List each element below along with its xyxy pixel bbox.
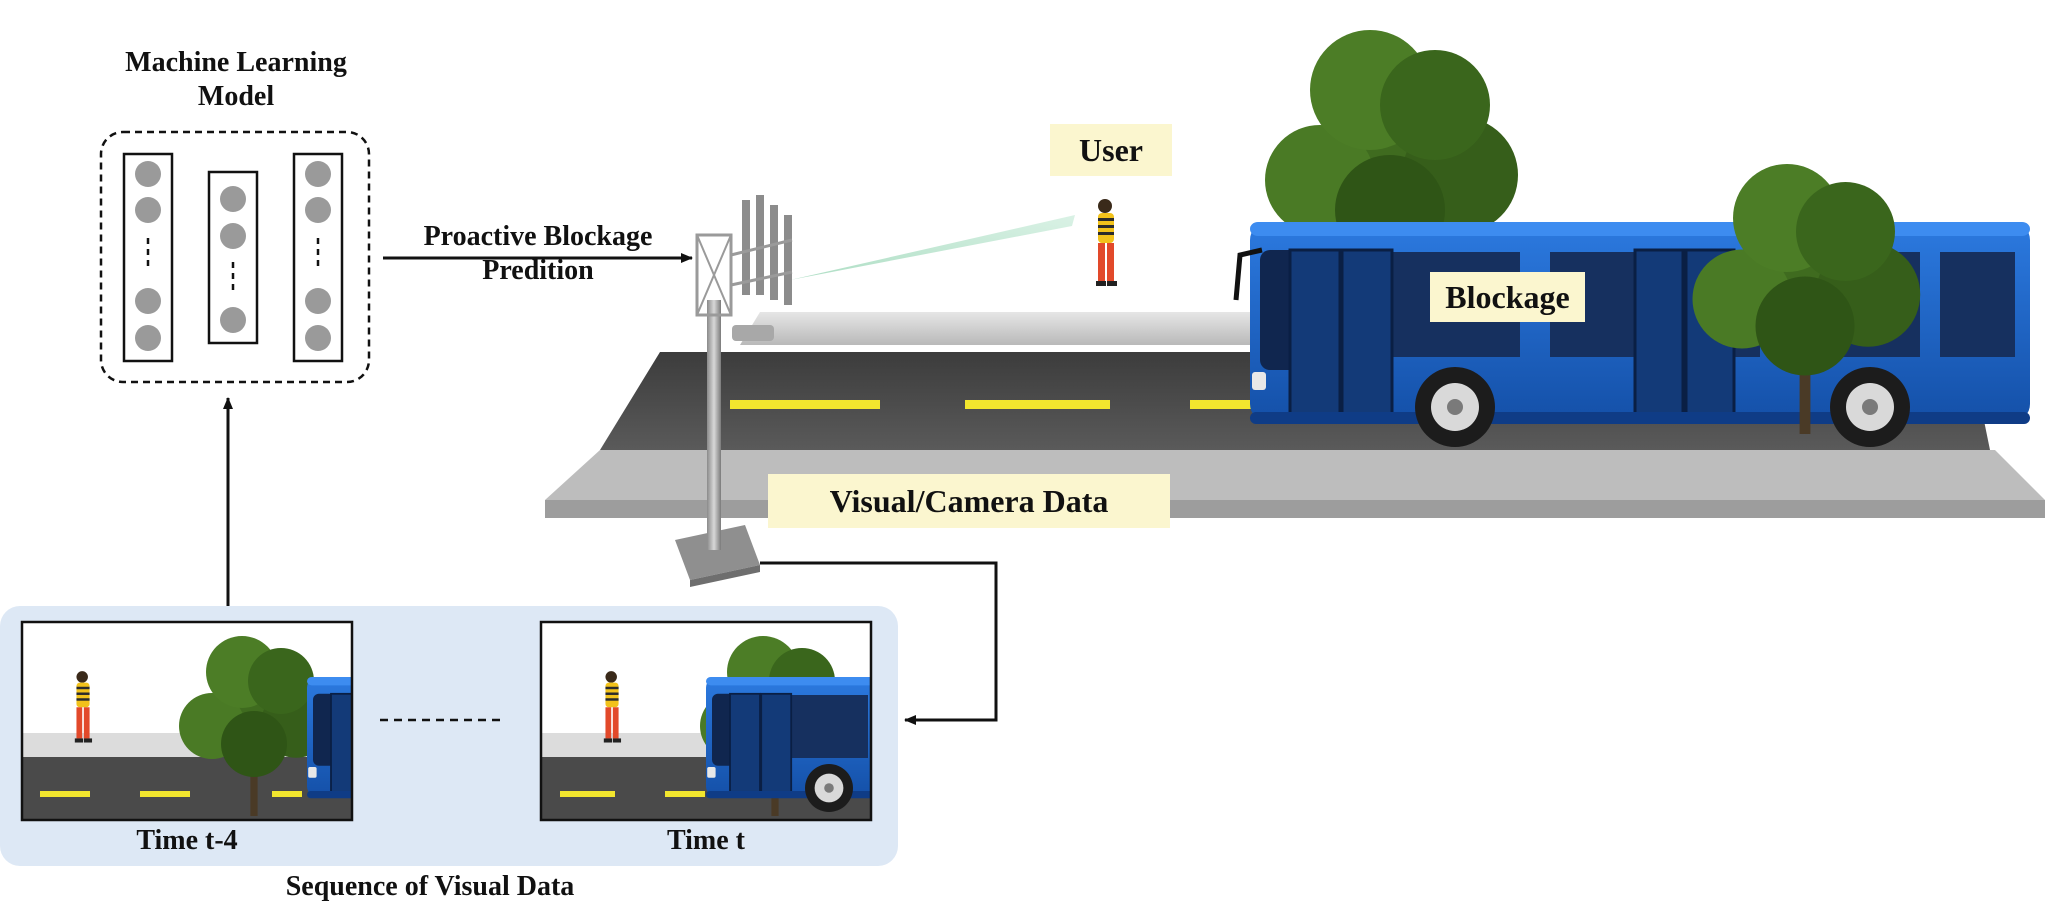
ml-model-title-line2: Model <box>197 80 275 112</box>
frame-t-minus-4 <box>20 620 354 822</box>
prediction-label-line2: Predition <box>482 254 594 286</box>
camera-data-arrow <box>760 561 998 725</box>
ml-model-box <box>99 130 371 384</box>
far-sidewalk <box>740 312 1270 345</box>
prediction-label-line1: Proactive Blockage <box>423 221 653 252</box>
bus <box>1248 220 2032 449</box>
lane-marking <box>1190 400 1280 409</box>
frame-first-label: Time t-4 <box>136 825 238 856</box>
neural-layer <box>207 170 259 345</box>
beam <box>790 215 1075 280</box>
prediction-label: Proactive Blockage Predition <box>388 220 688 287</box>
base-station-tower <box>675 195 793 587</box>
frame-t <box>539 620 873 822</box>
sequence-panel <box>0 606 898 866</box>
user-person <box>1096 199 1117 286</box>
frame-last-label: Time t <box>666 825 746 856</box>
blockage-label: Blockage <box>1430 272 1585 322</box>
bus-mirror <box>1233 247 1263 301</box>
camera-data-label: Visual/Camera Data <box>768 474 1170 528</box>
neural-layer <box>122 152 174 363</box>
neural-layer <box>292 152 344 363</box>
sequence-caption: Sequence of Visual Data <box>285 871 575 902</box>
camera-icon <box>732 325 774 341</box>
ml-model-title-line1: Machine Learning <box>125 47 347 78</box>
lane-marking <box>730 400 880 409</box>
lane-marking <box>965 400 1110 409</box>
ml-model-title: Machine Learning Model <box>86 46 386 113</box>
ml-model <box>99 130 371 384</box>
user-label: User <box>1050 124 1172 176</box>
